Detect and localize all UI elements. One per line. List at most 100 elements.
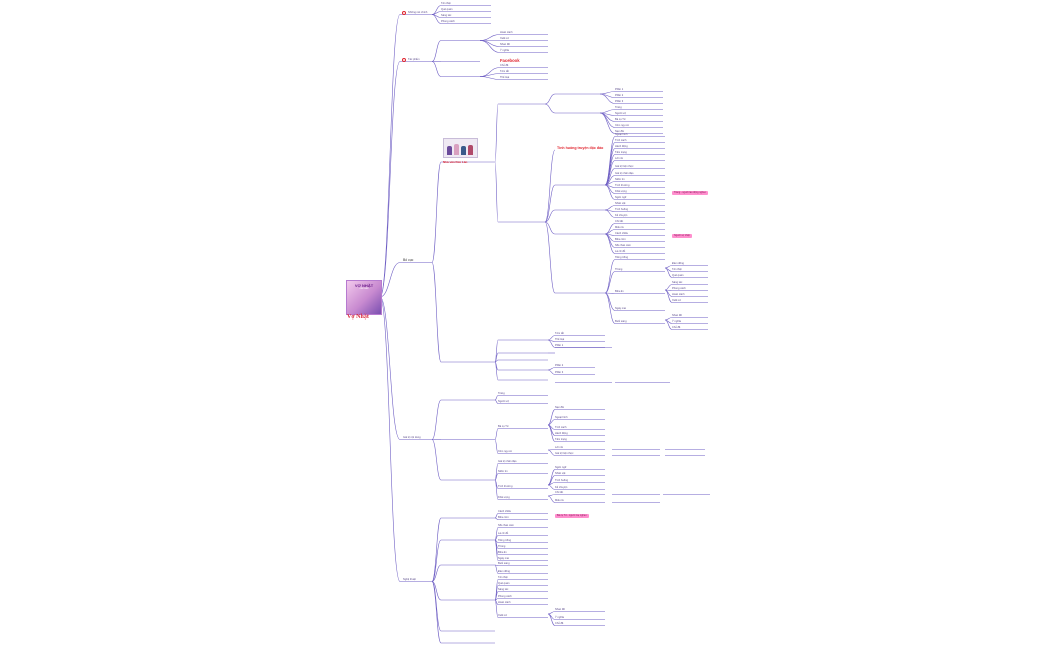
node-label[interactable]: Lời nói [555, 446, 563, 449]
node-label[interactable]: Tình thương [615, 184, 630, 187]
node-label[interactable]: Nồi cháo cám [615, 244, 631, 247]
node-label[interactable]: Niềm tin [615, 178, 625, 181]
node-label[interactable]: Phần 2 [555, 364, 564, 367]
node-label[interactable]: Tóm tắt [555, 332, 564, 335]
node-label[interactable]: Ngôn ngữ [555, 466, 567, 469]
node-label[interactable]: Giá trị nhân đạo [615, 172, 634, 175]
node-label[interactable]: Khát vọng [498, 496, 510, 499]
node-label[interactable]: Nhan đề [672, 314, 682, 317]
facebook-label[interactable]: Facebook [500, 58, 520, 63]
node-label[interactable]: Bà cụ Tứ [498, 425, 509, 428]
node-label[interactable]: Phong cách [441, 20, 455, 23]
node-label[interactable]: Giá trị hiện thực [555, 452, 574, 455]
node-label[interactable]: Phần 3 [555, 371, 564, 374]
node-label[interactable]: Nhân vật [555, 472, 566, 475]
node-label[interactable]: Hoàn cảnh [672, 293, 685, 296]
node-label[interactable]: Phần 1 [615, 88, 624, 91]
node-label[interactable]: Quê quán [441, 8, 453, 11]
emphasis-label[interactable]: Tình huống truyện độc đáo [557, 146, 604, 150]
author-label[interactable]: Nhà văn Kim Lân [443, 160, 468, 164]
node-label[interactable]: Phần 2 [615, 94, 624, 97]
branch-label-b3[interactable]: Bố cục [403, 258, 414, 262]
node-label[interactable]: Tên thật [672, 268, 682, 271]
node-label[interactable]: Chi tiết [615, 220, 624, 223]
node-label[interactable]: Sáng tác [498, 588, 509, 591]
node-label[interactable]: Thúng [498, 545, 506, 548]
node-label[interactable]: Tình thương [498, 485, 513, 488]
node-label[interactable]: Buổi sáng [498, 562, 510, 565]
node-label[interactable]: Ý nghĩa [672, 320, 681, 323]
node-label[interactable]: Khát vọng [615, 190, 627, 193]
node-label[interactable]: Tính cách [615, 139, 627, 142]
node-label[interactable]: Tiếng trống [615, 256, 629, 259]
node-label[interactable]: Tình huống [555, 479, 569, 482]
node-label[interactable]: Tâm trạng [615, 151, 627, 154]
node-label[interactable]: Ý nghĩa [500, 49, 509, 52]
branch-label-b2[interactable]: Tác phẩm [408, 58, 420, 61]
node-label[interactable]: Chủ đề [672, 326, 681, 329]
node-label[interactable]: Miêu tả [555, 499, 564, 502]
branch-label-b1[interactable]: Những nét chính [408, 11, 428, 14]
node-label[interactable]: Hành động [615, 145, 628, 148]
node-label[interactable]: Ngoại hình [555, 416, 568, 419]
node-label[interactable]: Chi tiết [555, 491, 564, 494]
node-label[interactable]: Xóm ngụ cư [615, 124, 630, 127]
node-label[interactable]: Tên thật [498, 576, 508, 579]
node-label[interactable]: Bữa cơm [498, 516, 509, 519]
node-label[interactable]: Ngày mai [615, 307, 626, 310]
node-label[interactable]: Tràng [615, 106, 622, 109]
node-label[interactable]: Giá trị nhân đạo [498, 460, 517, 463]
pink-highlight-2[interactable]: Người vợ nhặt [672, 234, 692, 238]
node-label[interactable]: Nhân vật [615, 202, 626, 205]
node-label[interactable]: Lá cờ đỏ [615, 250, 626, 253]
node-label[interactable]: Ngoại hình [615, 133, 628, 136]
node-label[interactable]: Tên thật [441, 2, 451, 5]
root-book-cover[interactable]: VỢ NHẶT KIM LÂN [346, 280, 382, 315]
node-label[interactable]: Ngày mai [498, 557, 509, 560]
node-label[interactable]: Phần 1 [555, 344, 564, 347]
node-label[interactable]: Thúng [615, 268, 623, 271]
node-label[interactable]: Kể chuyện [615, 214, 628, 217]
node-label[interactable]: Nồi cháo cám [498, 524, 514, 527]
node-label[interactable]: Giá trị hiện thực [615, 165, 634, 168]
node-label[interactable]: Xuất xứ [672, 299, 682, 302]
node-label[interactable]: Sáng tác [441, 14, 452, 17]
node-label[interactable]: Xóm ngụ cư [498, 450, 513, 453]
node-label[interactable]: Xuất xứ [500, 37, 510, 40]
node-label[interactable]: Tiếng trống [498, 539, 512, 542]
node-label[interactable]: Chủ đề [500, 64, 509, 67]
node-label[interactable]: Nhan đề [555, 608, 565, 611]
node-label[interactable]: Nhan đề [500, 43, 510, 46]
root-title[interactable]: Vợ Nhặt [347, 314, 369, 320]
node-label[interactable]: Tóm tắt [500, 70, 509, 73]
node-label[interactable]: Hành động [555, 432, 568, 435]
node-label[interactable]: Phong cách [672, 287, 686, 290]
node-label[interactable]: Bữa cơm [615, 238, 626, 241]
node-label[interactable]: Tâm trạng [555, 438, 567, 441]
node-label[interactable]: Cảnh chiều [615, 232, 629, 235]
node-label[interactable]: Người vợ [498, 400, 510, 403]
node-label[interactable]: Đám đông [672, 262, 684, 265]
node-label[interactable]: Bà cụ Tứ [615, 118, 626, 121]
node-label[interactable]: Chủ đề [555, 622, 564, 625]
node-label[interactable]: Nạn đói [555, 406, 564, 409]
node-label[interactable]: Thể loại [555, 338, 565, 341]
node-label[interactable]: Niềm tin [498, 470, 508, 473]
node-label[interactable]: Ý nghĩa [555, 616, 564, 619]
branch-label-b4[interactable]: Giá trị nội dung [403, 436, 421, 439]
node-label[interactable]: Bữa ăn [498, 551, 507, 554]
node-label[interactable]: Nạn đói [615, 130, 624, 133]
node-label[interactable]: Lá cờ đỏ [498, 532, 509, 535]
node-label[interactable]: Tính cách [555, 426, 567, 429]
branch-label-b5[interactable]: Nghệ thuật [403, 578, 416, 581]
node-label[interactable]: Tình huống [615, 208, 629, 211]
node-label[interactable]: Kể chuyện [555, 486, 568, 489]
node-label[interactable]: Phong cách [498, 595, 512, 598]
node-label[interactable]: Lời nói [615, 157, 623, 160]
node-label[interactable]: Quê quán [498, 582, 510, 585]
node-label[interactable]: Người vợ [615, 112, 627, 115]
node-label[interactable]: Sáng tác [672, 281, 683, 284]
pink-highlight-1[interactable]: Tràng - người lao động nghèo [672, 191, 708, 195]
node-label[interactable]: Bữa ăn [615, 290, 624, 293]
pink-highlight-3[interactable]: Bà cụ Tứ - người mẹ nghèo [555, 514, 589, 518]
